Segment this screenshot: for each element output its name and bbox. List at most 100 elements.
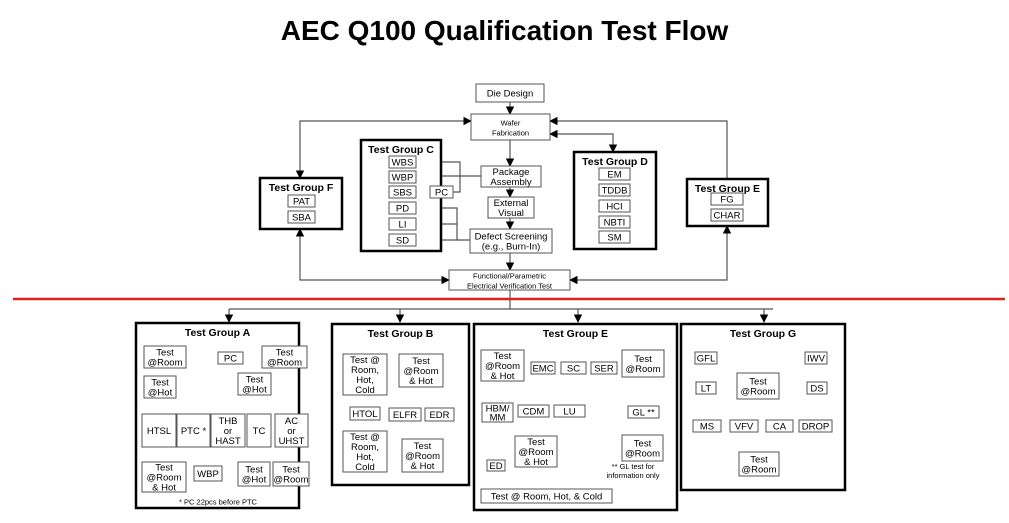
group-a-test-room-1: Test@Room [143, 345, 187, 369]
label: TDDB [602, 185, 628, 196]
group-e-lu: LU [553, 404, 586, 418]
group-c-item: WBP [388, 170, 417, 184]
label: ED [489, 461, 502, 472]
label: NBTI [604, 217, 626, 228]
group-e-sc: SC [560, 361, 587, 375]
label: Test@Room& Hot [147, 462, 182, 493]
label: Test@Room [741, 376, 776, 397]
label: Test@Room [742, 454, 777, 475]
test-group-e-top: Test Group E [685, 177, 770, 228]
label: Test @ Room, Hot, & Cold [491, 491, 603, 502]
label: PC [224, 353, 237, 364]
group-c-item: WBS [388, 155, 417, 169]
label: LT [701, 383, 712, 394]
label: SER [594, 363, 614, 374]
group-a-test-hot-2: Test@Hot [237, 372, 272, 396]
group-g-iwv: IWV [804, 351, 828, 365]
group-title: Test Group E [695, 183, 760, 195]
label: PC [435, 187, 448, 198]
group-a-test-hot-3: Test@Hot [237, 461, 271, 487]
group-e-top-item: FG [710, 192, 744, 206]
group-d-item: NBTI [598, 215, 631, 229]
group-a-htsl: HTSL [141, 413, 177, 448]
label: GFL [697, 353, 715, 364]
group-a-test-room-2: Test@Room [261, 345, 308, 369]
group-e-ed: ED [486, 459, 506, 472]
label: TC [253, 426, 266, 437]
label: CHAR [714, 210, 741, 221]
label: Test@Room [274, 464, 309, 485]
group-d-item: TDDB [598, 183, 631, 197]
label: HBM/MM [486, 403, 510, 423]
label: Defect Screening(e.g., Burn-In) [475, 231, 548, 252]
label: DS [810, 383, 823, 394]
group-title: Test Group E [543, 328, 608, 340]
label: EM [607, 169, 621, 180]
label: LU [563, 406, 575, 417]
label: SBA [292, 212, 312, 223]
label: Test @Room,Hot,Cold [350, 355, 380, 396]
label: * PC 22pcs before PTC [179, 497, 258, 506]
group-c-item: SBS [388, 185, 417, 199]
group-c-item: SD [388, 233, 417, 247]
group-f-item: PAT [287, 194, 316, 208]
pc-top-box: PC [429, 185, 454, 199]
group-e-test-rh-2: Test@Room& Hot [514, 435, 558, 468]
label: CDM [523, 406, 545, 417]
label: CA [773, 421, 787, 432]
group-title: Test Group C [368, 144, 434, 156]
label: Die Design [487, 88, 533, 99]
group-a-wbp: WBP [193, 465, 223, 482]
group-g-test-room-1: Test@Room [736, 372, 780, 400]
label: Test@Hot [242, 374, 267, 395]
label: HTOL [352, 409, 377, 420]
group-e-test-room-1: Test@Room [621, 349, 665, 378]
group-e-top-item: CHAR [710, 208, 744, 222]
group-a-tc: TC [246, 413, 272, 448]
label: Test@Room& Hot [404, 356, 439, 387]
group-b-test-rh-2: Test@Room& Hot [401, 438, 444, 473]
label: LI [399, 219, 407, 230]
group-g-gfl: GFL [694, 351, 718, 365]
label: Test@Room& Hot [519, 437, 554, 468]
label: WBP [392, 172, 414, 183]
group-c-item: PD [388, 201, 417, 215]
label: Test@Room& Hot [485, 351, 520, 382]
connector-line [549, 116, 728, 179]
label: Test @Room,Hot,Cold [350, 432, 380, 473]
label: IWV [807, 353, 826, 364]
group-b-test-rh-1: Test@Room& Hot [398, 353, 444, 388]
group-c-item: LI [388, 217, 417, 231]
label: PTC * [181, 426, 207, 437]
label: SM [607, 232, 621, 243]
label: MS [700, 421, 714, 432]
group-e-gl: GL ** [627, 405, 660, 419]
label: PD [396, 203, 409, 214]
label: FG [720, 194, 733, 205]
group-e-test-rh-1: Test@Room& Hot [480, 349, 525, 382]
label: HTSL [147, 426, 171, 437]
group-g-ds: DS [806, 381, 828, 395]
label: VFV [735, 421, 754, 432]
group-title: Test Group A [185, 327, 251, 339]
group-a-test-room-3: Test@Room [272, 461, 310, 487]
label: EDR [429, 410, 449, 421]
group-title: Test Group B [368, 328, 434, 340]
group-f-item: SBA [287, 210, 316, 224]
group-d-item: EM [598, 167, 631, 181]
die-design-box: Die Design [475, 83, 545, 103]
group-d-item: HCI [598, 199, 631, 213]
label: Test@Room [625, 438, 660, 459]
label: SD [396, 235, 409, 246]
connector-line [549, 129, 618, 153]
connector-line [295, 228, 450, 285]
